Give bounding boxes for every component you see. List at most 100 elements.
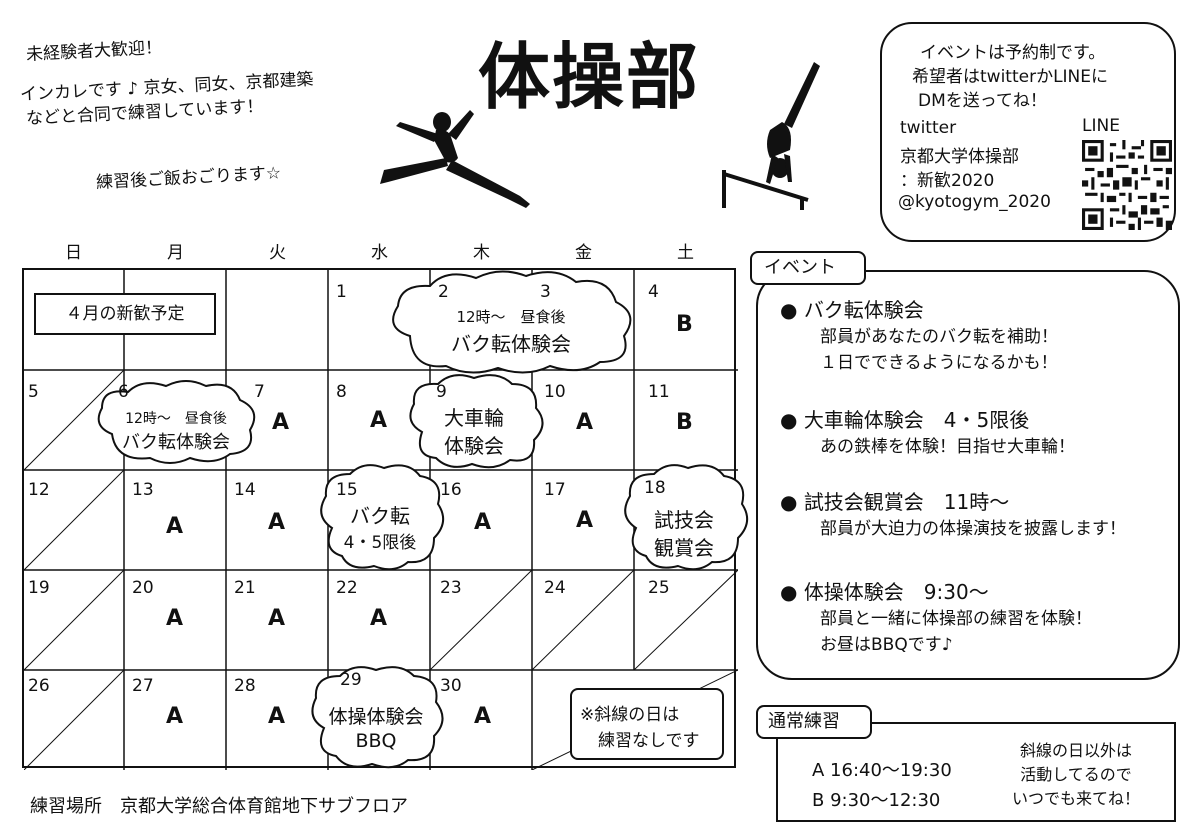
day-11: 11 [648, 382, 670, 402]
event-backflip-title: バク転体験会 [803, 298, 924, 322]
bubble-2-3-time: 12時〜 昼食後 [456, 308, 566, 326]
day-19: 19 [28, 578, 50, 598]
event-trial-viewing-detail1: 部員が大迫力の体操演技を披露します！ [820, 519, 1126, 539]
weekday-wed: 水 [371, 243, 388, 263]
calendar-label: ４月の新歓予定 [34, 293, 216, 335]
day-30: 30 [440, 676, 462, 696]
bubble-6-time: 12時〜 昼食後 [125, 411, 227, 427]
day-13: 13 [132, 480, 154, 500]
weekday-sun: 日 [65, 243, 82, 263]
day-20: 20 [132, 578, 154, 598]
practice-code-27: A [166, 704, 184, 729]
day-18: 18 [644, 478, 666, 498]
practice-venue: 練習場所 京都大学総合体育館地下サブフロア [30, 796, 408, 817]
weekday-sat: 土 [677, 243, 694, 263]
bubble-15-line2: 4・5限後 [343, 533, 417, 553]
day-6: 6 [118, 382, 129, 402]
line-label: LINE [1082, 116, 1120, 136]
day-12: 12 [28, 480, 50, 500]
events-panel [756, 270, 1180, 680]
event-gym-trial-detail2: お昼はBBQです♪ [820, 635, 953, 655]
practice-code-20: A [166, 606, 184, 631]
day-26: 26 [28, 676, 50, 696]
event-giant-swing: ● 大車輪体験会 4・5限後 [780, 408, 1030, 432]
bubble-9-line2: 体験会 [444, 434, 504, 458]
high-bar-gymnast-illustration [722, 62, 820, 210]
weekday-mon: 月 [167, 243, 184, 263]
bubble-29-line1: 体操体験会 [328, 706, 424, 728]
day-17: 17 [544, 480, 566, 500]
day-4: 4 [648, 282, 659, 302]
dm-request: DMを送ってね！ [918, 91, 1047, 111]
gym-trial-event-bubble-29 [311, 666, 444, 769]
backflip-event-bubble-6 [97, 380, 256, 464]
event-gym-trial-detail1: 部員と一緒に体操部の練習を体験！ [820, 609, 1092, 629]
event-giant-swing-title: 大車輪体験会 4・5限後 [803, 408, 1030, 432]
day-21: 21 [234, 578, 256, 598]
day-24: 24 [544, 578, 566, 598]
event-giant-swing-detail1: あの鉄棒を体験！目指せ大車輪！ [820, 437, 1075, 457]
backflip-event-bubble-15 [320, 464, 445, 571]
reservation-info-box [880, 22, 1176, 242]
practice-code-21: A [268, 606, 286, 631]
backflip-event-bubble-2-3 [392, 270, 632, 374]
no-practice-note: ※斜線の日は 練習なしです [570, 688, 724, 760]
no-practice-note-line1: ※斜線の日は [580, 705, 680, 725]
practice-code-22: A [370, 606, 388, 631]
practice-code-8: A [370, 408, 388, 433]
practice-a-hours: A 16:40〜19:30 [812, 760, 952, 781]
practice-code-7: A [272, 410, 290, 435]
practice-note-line2: 活動してるので [1020, 765, 1132, 784]
day-1: 1 [336, 282, 347, 302]
weekday-tue: 火 [269, 243, 286, 263]
practice-code-11: B [676, 410, 693, 435]
twitter-account-subtitle: ：新歓2020 [900, 171, 995, 191]
bubble-6-name: バク転体験会 [122, 432, 230, 453]
trial-viewing-event-bubble-18 [624, 464, 749, 571]
no-practice-hatching [24, 369, 738, 770]
day-2: 2 [438, 282, 449, 302]
day-14: 14 [234, 480, 256, 500]
day-3: 3 [540, 282, 551, 302]
event-trial-viewing-title: 試技会観賞会 11時〜 [803, 490, 1010, 514]
day-8: 8 [336, 382, 347, 402]
line-qr-code[interactable] [1082, 140, 1172, 230]
day-5: 5 [28, 382, 39, 402]
practice-code-28: A [268, 704, 286, 729]
practice-code-30: A [474, 704, 492, 729]
day-25: 25 [648, 578, 670, 598]
practice-code-17: A [576, 508, 594, 533]
events-tab: イベント [750, 251, 866, 285]
bubble-15-line1: バク転 [350, 504, 410, 528]
day-28: 28 [234, 676, 256, 696]
weekday-thu: 木 [473, 243, 490, 263]
page-title: 体操部 [478, 35, 701, 119]
practice-note-line1: 斜線の日以外は [1019, 741, 1132, 760]
day-22: 22 [336, 578, 358, 598]
event-trial-viewing: ● 試技会観賞会 11時〜 [780, 490, 1010, 514]
event-gym-trial-title: 体操体験会 9:30〜 [803, 580, 989, 604]
twitter-account-name: 京都大学体操部 [900, 147, 1019, 167]
regular-practice-tab: 通常練習 [756, 705, 872, 739]
practice-code-14: A [268, 510, 286, 535]
day-15: 15 [336, 480, 358, 500]
practice-note-line3: いつでも来てね！ [1011, 789, 1140, 808]
day-7: 7 [254, 382, 265, 402]
practice-code-4: B [676, 312, 693, 337]
weekday-fri: 金 [575, 243, 592, 263]
bubble-18-line1: 試技会 [654, 508, 714, 532]
bubble-18-line2: 観賞会 [654, 536, 714, 560]
bubble-2-3-name: バク転体験会 [451, 332, 571, 356]
event-gym-trial: ● 体操体験会 9:30〜 [780, 580, 989, 604]
no-practice-note-line2: 練習なしです [598, 731, 700, 751]
bubble-9-line1: 大車輪 [444, 406, 504, 430]
twitter-handle[interactable]: @kyotogym_2020 [898, 192, 1051, 212]
event-backflip: ● バク転体験会 [780, 298, 924, 322]
event-backflip-detail2: １日でできるようになるかも！ [820, 353, 1058, 373]
day-16: 16 [440, 480, 462, 500]
contact-method: 希望者はtwitterかLINEに [912, 67, 1109, 87]
practice-code-10: A [576, 410, 594, 435]
day-27: 27 [132, 676, 154, 696]
practice-code-13: A [166, 514, 184, 539]
regular-practice-panel [776, 722, 1176, 822]
